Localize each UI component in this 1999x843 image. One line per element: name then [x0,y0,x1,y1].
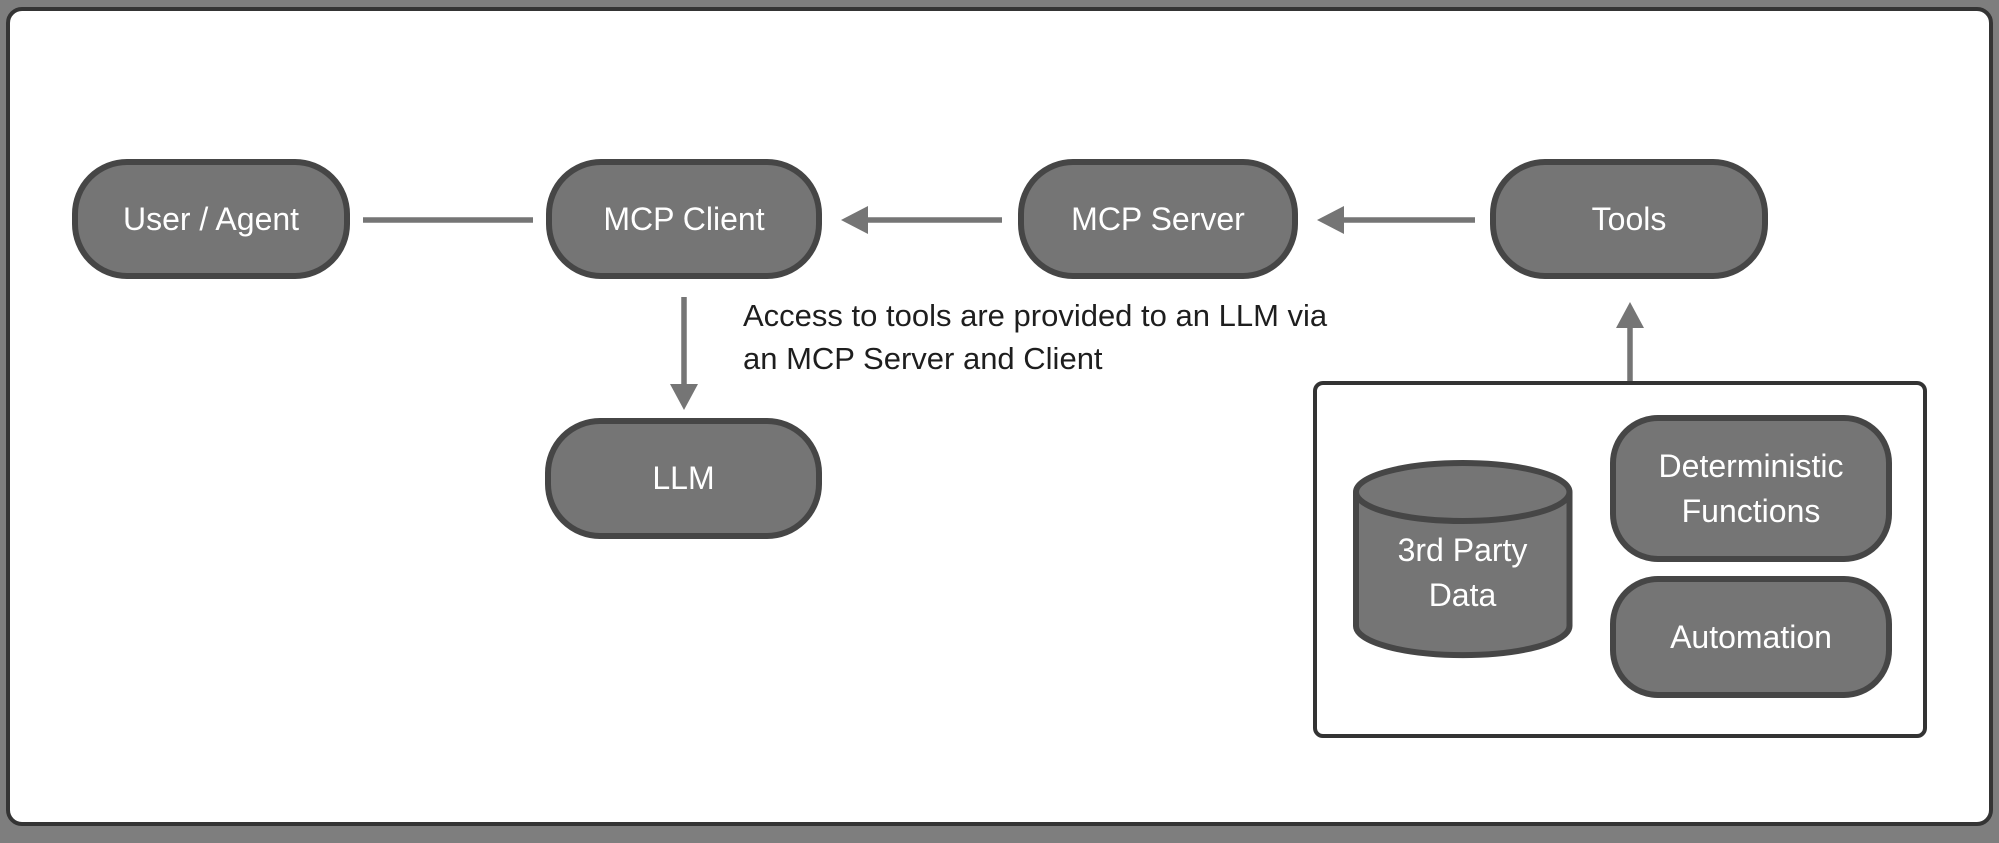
diagram-canvas: User / Agent MCP Client MCP Server Tools… [6,7,1993,826]
node-mcp-server-label: MCP Server [1071,200,1245,237]
node-automation: Automation [1610,576,1892,698]
arrowhead-down-icon [670,384,698,410]
node-user-agent: User / Agent [72,159,350,279]
node-deterministic-functions: Deterministic Functions [1610,415,1892,562]
node-third-party-data: 3rd Party Data [1352,459,1573,659]
node-user-agent-label: User / Agent [122,200,300,237]
node-mcp-client-label: MCP Client [603,200,765,237]
node-llm: LLM [545,418,822,539]
connector-mcp-server-to-mcp-client [841,206,1002,234]
arrowhead-left-icon [1317,206,1344,234]
node-llm-label: LLM [652,460,715,496]
node-third-party-data-label: 3rd Party Data [1397,532,1528,613]
arrowhead-left-icon [841,206,868,234]
node-tools-label: Tools [1591,200,1667,237]
node-deterministic-functions-label: Deterministic Functions [1658,447,1844,529]
node-automation-label: Automation [1670,618,1832,655]
node-mcp-server: MCP Server [1018,159,1298,279]
database-cylinder-icon [1353,460,1573,659]
node-tools: Tools [1490,159,1768,279]
annotation-text: Access to tools are provided to an LLM v… [743,298,1328,376]
connector-mcp-client-to-llm [670,297,698,410]
arrowhead-up-icon [1616,302,1644,328]
node-mcp-client: MCP Client [546,159,822,279]
connector-tools-to-mcp-server [1317,206,1475,234]
